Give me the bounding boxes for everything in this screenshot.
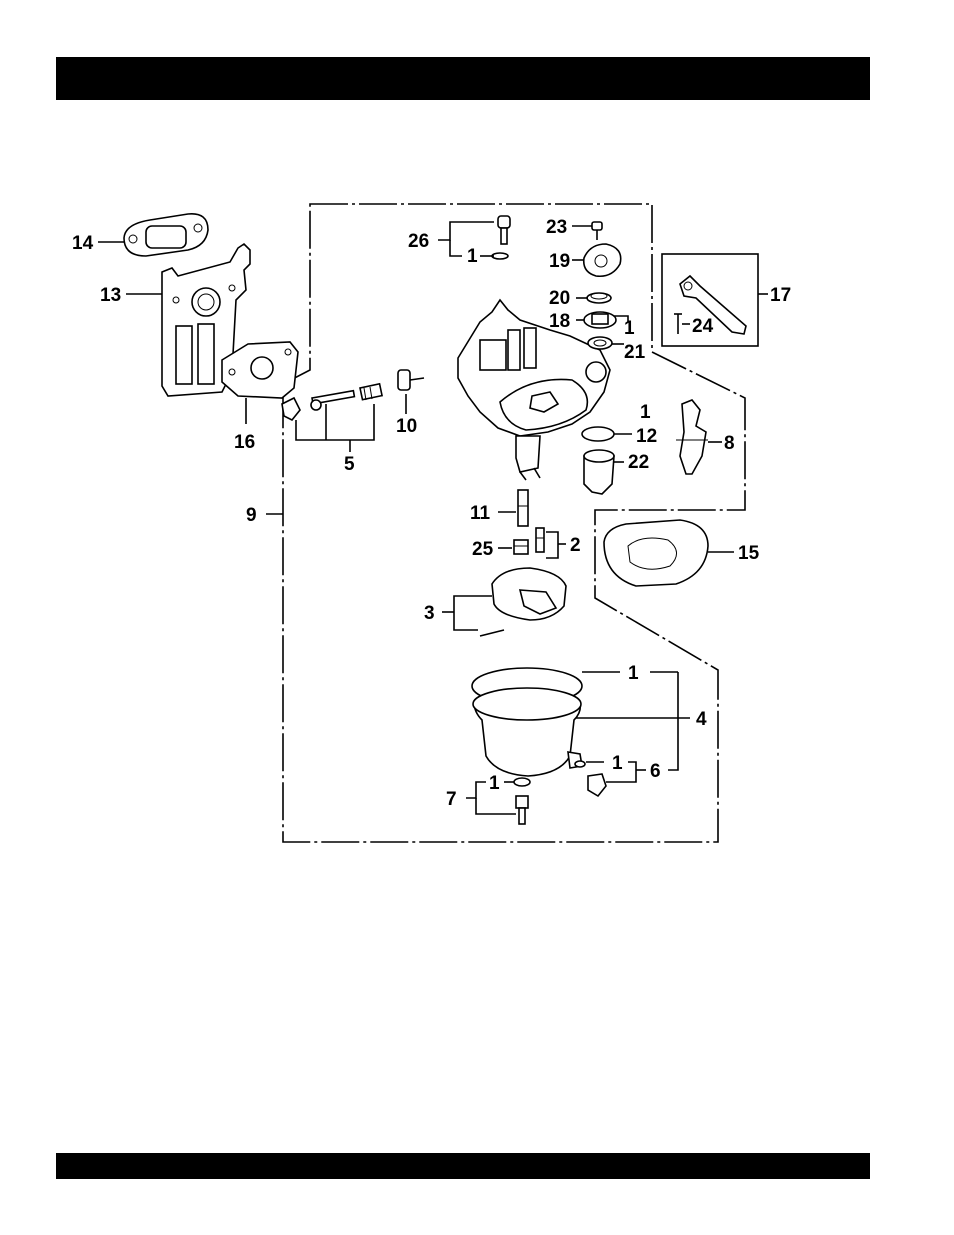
callout-23: 23 <box>546 217 567 238</box>
drain-screw-6 <box>575 761 606 796</box>
gasket-21 <box>588 337 612 349</box>
callout-8: 8 <box>724 433 735 454</box>
callout-18: 18 <box>549 311 570 332</box>
pilot-screw-26 <box>498 216 510 244</box>
insulator-gasket-14 <box>124 214 208 256</box>
jet-25 <box>514 540 528 554</box>
callout-1-top: 1 <box>467 246 478 267</box>
callout-1-12: 1 <box>640 402 651 423</box>
callout-1-18: 1 <box>624 318 635 339</box>
bolt-7 <box>514 778 530 824</box>
callout-17: 17 <box>770 285 791 306</box>
o-ring-top <box>492 253 508 259</box>
callout-21: 21 <box>624 342 646 363</box>
jet-set-2 <box>536 528 544 552</box>
callout-2: 2 <box>570 535 581 556</box>
cover-19 <box>584 244 621 276</box>
spring-20 <box>587 293 611 303</box>
screw-24 <box>674 314 682 334</box>
callout-10: 10 <box>396 416 417 437</box>
callout-16: 16 <box>234 432 255 453</box>
callout-7: 7 <box>446 789 457 810</box>
callout-15: 15 <box>738 543 760 564</box>
callout-12: 12 <box>636 426 657 447</box>
cup-22 <box>584 450 614 494</box>
callout-25: 25 <box>472 539 494 560</box>
choke-valve-8 <box>676 400 708 474</box>
callout-9: 9 <box>246 505 257 526</box>
callout-3: 3 <box>424 603 435 624</box>
callout-14: 14 <box>72 233 94 254</box>
float-bowl-4 <box>472 668 582 776</box>
diaphragm-18 <box>584 312 616 328</box>
callout-19: 19 <box>549 251 570 272</box>
callout-13: 13 <box>100 285 121 306</box>
callout-22: 22 <box>628 452 649 473</box>
callout-1-bolt: 1 <box>489 773 500 794</box>
callout-26: 26 <box>408 231 429 252</box>
callout-6: 6 <box>650 761 661 782</box>
callout-11: 11 <box>470 503 491 524</box>
callout-4: 4 <box>696 709 707 730</box>
screw-set-5 <box>282 384 382 420</box>
callout-20: 20 <box>549 288 570 309</box>
callout-24: 24 <box>692 316 714 337</box>
screw-23 <box>592 222 602 240</box>
gasket-15 <box>604 520 708 586</box>
float-3 <box>480 568 566 636</box>
callout-1-drain: 1 <box>612 753 623 774</box>
nozzle-11 <box>518 490 528 526</box>
callout-1-bowl: 1 <box>628 663 639 684</box>
screw-10 <box>398 370 424 390</box>
callout-5: 5 <box>344 454 355 475</box>
o-ring-12 <box>582 427 614 441</box>
